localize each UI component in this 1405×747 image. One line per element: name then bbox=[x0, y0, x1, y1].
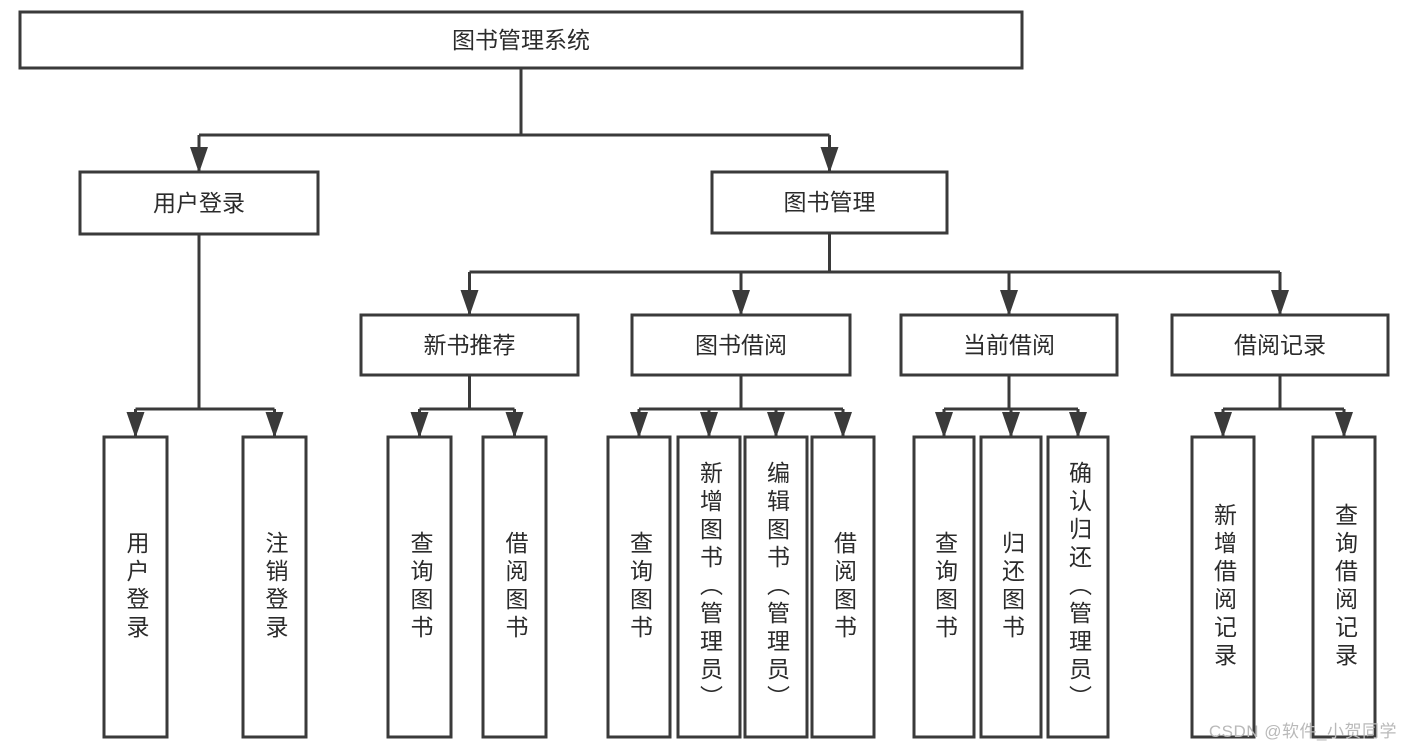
arrowhead-current-borrow bbox=[1000, 290, 1018, 316]
node-box-leaf-query-book-1 bbox=[386, 435, 453, 739]
node-box-book-manage bbox=[710, 170, 949, 235]
arrowhead-leaf-add-record bbox=[1214, 412, 1232, 438]
boxes-layer bbox=[18, 10, 1390, 739]
arrowhead-leaf-add-book bbox=[700, 412, 718, 438]
node-box-leaf-borrow-book-1 bbox=[481, 435, 548, 739]
arrowhead-book-borrow bbox=[732, 290, 750, 316]
arrowhead-leaf-borrow-book-2 bbox=[834, 412, 852, 438]
node-box-current-borrow bbox=[899, 313, 1119, 377]
node-box-leaf-logout bbox=[241, 435, 308, 739]
arrowhead-leaf-query-book-2 bbox=[630, 412, 648, 438]
node-box-new-book-rec bbox=[359, 313, 580, 377]
arrowhead-leaf-return-book bbox=[1002, 412, 1020, 438]
node-box-leaf-confirm-return bbox=[1046, 435, 1110, 739]
node-box-leaf-add-record bbox=[1190, 435, 1256, 739]
arrowhead-leaf-edit-book bbox=[767, 412, 785, 438]
node-box-leaf-add-book bbox=[676, 435, 742, 739]
node-box-leaf-query-book-2 bbox=[606, 435, 672, 739]
node-box-book-borrow bbox=[630, 313, 852, 377]
node-box-leaf-user-login bbox=[102, 435, 169, 739]
arrowhead-leaf-query-record bbox=[1335, 412, 1353, 438]
node-box-borrow-record bbox=[1170, 313, 1390, 377]
arrowhead-user-login bbox=[190, 147, 208, 173]
node-box-root bbox=[18, 10, 1024, 70]
arrowhead-leaf-user-login bbox=[126, 412, 145, 438]
arrowhead-leaf-query-book-3 bbox=[935, 412, 953, 438]
node-box-leaf-return-book bbox=[979, 435, 1043, 739]
arrowhead-borrow-record bbox=[1271, 290, 1289, 316]
arrowhead-leaf-borrow-book-1 bbox=[505, 412, 524, 438]
node-box-leaf-borrow-book-2 bbox=[810, 435, 876, 739]
csdn-watermark: CSDN @软件_小贺同学 bbox=[1208, 722, 1397, 741]
node-box-leaf-query-book-3 bbox=[912, 435, 976, 739]
arrowhead-leaf-query-book-1 bbox=[410, 412, 429, 438]
connectors-layer bbox=[126, 68, 1353, 438]
arrowhead-book-manage bbox=[820, 147, 839, 173]
node-box-user-login bbox=[78, 170, 320, 236]
arrowhead-new-book-rec bbox=[460, 290, 479, 316]
node-box-leaf-query-record bbox=[1311, 435, 1377, 739]
arrowhead-leaf-logout bbox=[265, 412, 284, 438]
node-box-leaf-edit-book bbox=[743, 435, 809, 739]
arrowhead-leaf-confirm-return bbox=[1069, 412, 1087, 438]
